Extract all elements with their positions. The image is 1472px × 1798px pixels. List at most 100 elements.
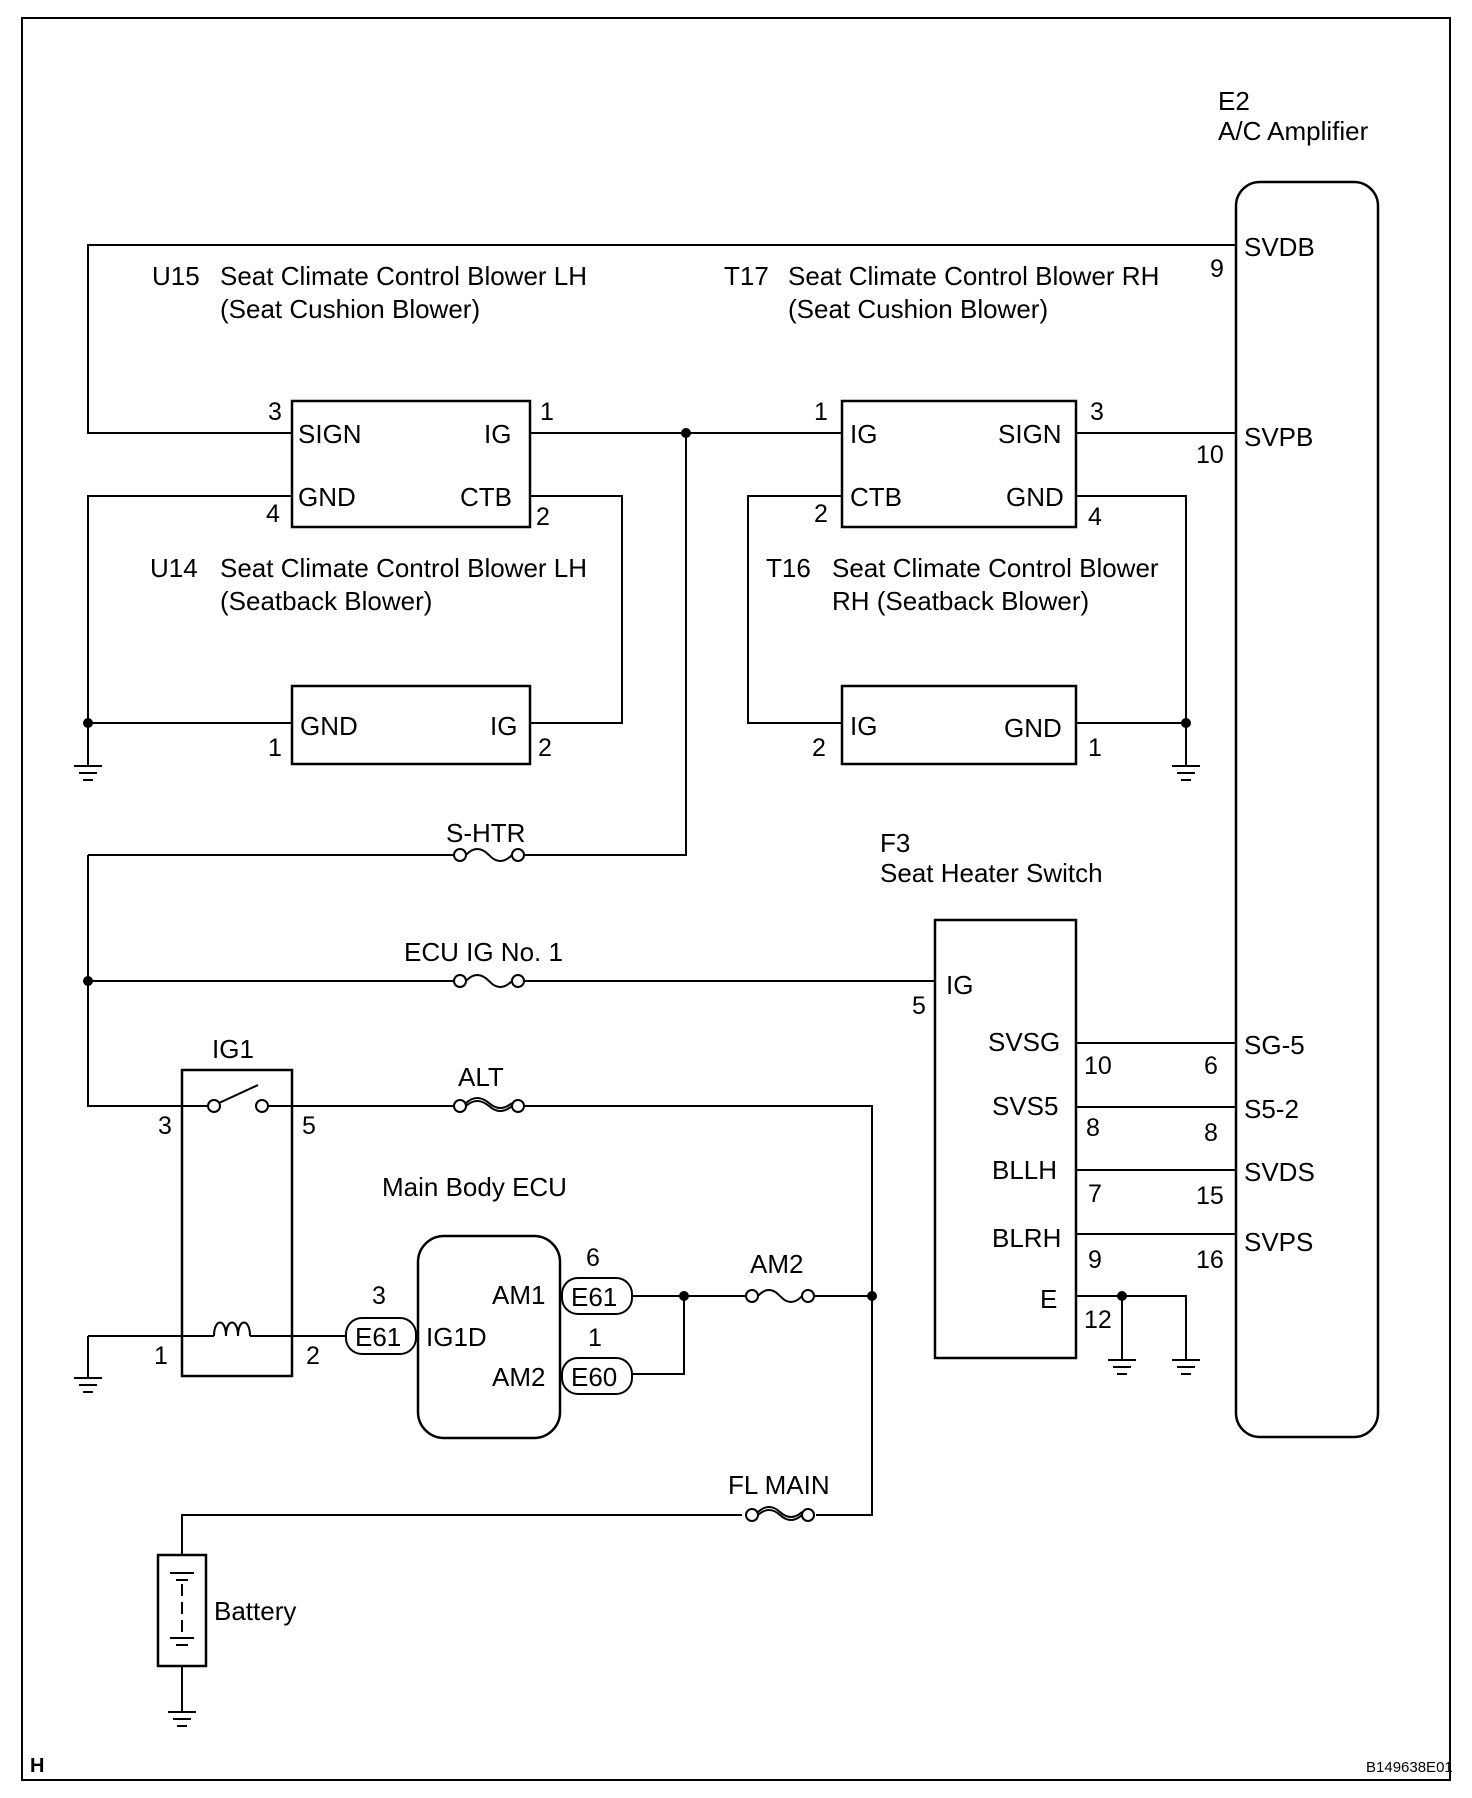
component-code: T17 [724,261,769,291]
terminal-label: GND [298,482,356,512]
terminal-label: E [1040,1284,1057,1314]
relay-coil [213,1321,251,1337]
corner-letter: H [30,1755,44,1777]
junction-dot [681,428,691,438]
pin-number: 1 [540,398,554,426]
terminal-label: AM1 [492,1280,545,1310]
pin-number: 1 [1088,734,1102,762]
component-name: Seat Climate Control Blower LH [220,261,587,291]
terminal-label: SVSG [988,1027,1060,1057]
component-name: (Seat Cushion Blower) [220,294,480,324]
fuse-s-htr: S-HTR [446,818,525,862]
component-name: Seat Climate Control Blower [832,553,1159,583]
main-body-ecu: Main Body ECU IG1D AM1 AM2 E61 3 E61 6 E… [345,1172,633,1440]
junctions [83,428,1191,1301]
pin-number: 7 [1088,1180,1102,1208]
fuse-label: S-HTR [446,818,525,848]
pin-number: 1 [154,1342,168,1370]
component-name: Seat Climate Control Blower LH [220,553,587,583]
pin-number: 1 [588,1324,602,1352]
pin-number: 3 [372,1282,386,1310]
pin-number: 3 [1090,398,1104,426]
t17-body [840,399,1078,529]
relay-body [180,1068,294,1378]
terminal-label: SVDB [1244,232,1315,262]
fuse-label: FL MAIN [728,1470,830,1500]
component-name: Seat Heater Switch [880,858,1103,888]
pin-number: 12 [1084,1306,1112,1334]
pin-number: 1 [268,734,282,762]
battery: Battery [156,1553,296,1668]
component-code: E2 [1218,86,1250,116]
switch-contact [218,1084,259,1104]
pin-number: 2 [814,500,828,528]
pin-number: 10 [1084,1052,1112,1080]
pin-number: 16 [1196,1246,1224,1274]
component-code: U15 [152,261,200,291]
terminal-label: AM2 [492,1362,545,1392]
ground-symbol [1172,765,1200,781]
junction-dot [679,1291,689,1301]
ground-symbol [1172,1359,1200,1375]
fuse-alt: ALT [453,1062,525,1113]
ig1-relay: IG1 3 5 1 2 [154,1034,320,1378]
terminal-label: BLLH [992,1155,1057,1185]
t16-blower: T16 Seat Climate Control Blower RH (Seat… [766,553,1159,766]
junction-dot [1117,1291,1127,1301]
pin-number: 3 [158,1112,172,1140]
junction-dot [83,976,93,986]
pin-number: 9 [1088,1246,1102,1274]
connector-e60 [561,1357,633,1395]
figure-code: B149638E01 [1366,1759,1453,1776]
pin-number: 4 [1088,503,1102,531]
connector-e61 [345,1317,417,1355]
component-name: (Seatback Blower) [220,586,432,616]
terminal-label: S5-2 [1244,1094,1299,1124]
pin-number: 2 [538,734,552,762]
pin-number: 6 [1204,1052,1218,1080]
pin-number: 2 [812,734,826,762]
fuse-label: ECU IG No. 1 [404,937,563,967]
switch-body [933,918,1078,1360]
terminal-label: GND [1004,713,1062,743]
pin-number: 10 [1196,441,1224,469]
pin-number: 5 [912,992,926,1020]
u14-blower: U14 Seat Climate Control Blower LH (Seat… [150,553,587,766]
pin-number: 8 [1204,1119,1218,1147]
ecu-body [416,1234,562,1440]
ground-symbol [74,765,102,781]
fuse-label: AM2 [750,1249,803,1279]
connector-label: E60 [571,1362,617,1392]
component-code: T16 [766,553,811,583]
diagram-frame [21,17,1451,1781]
component-name: A/C Amplifier [1218,116,1369,146]
terminal-label: SG-5 [1244,1030,1305,1060]
terminal-label: CTB [460,482,512,512]
t16-body [840,684,1078,766]
pin-number: 4 [266,500,280,528]
ground-symbol [74,1377,102,1393]
terminal-label: IG [850,711,877,741]
terminal-label: SVDS [1244,1157,1315,1187]
pin-number: 1 [814,398,828,426]
pin-number: 15 [1196,1182,1224,1210]
connector-e61 [561,1277,633,1315]
junction-dot [867,1291,877,1301]
terminal-label: SVPB [1244,422,1313,452]
u15-body [290,399,532,529]
terminal-label: IG1D [426,1322,487,1352]
terminal-label: BLRH [992,1223,1061,1253]
t17-blower: T17 Seat Climate Control Blower RH (Seat… [724,261,1159,531]
u14-body [290,684,532,766]
fuse-ecu-ig-no1: ECU IG No. 1 [404,937,563,988]
component-name: RH (Seatback Blower) [832,586,1089,616]
seat-heater-switch: F3 Seat Heater Switch IG 5 SVSG 10 SVS5 … [880,828,1112,1360]
component-name: Battery [214,1596,296,1626]
component-code: U14 [150,553,198,583]
terminal-label: CTB [850,482,902,512]
terminal-label: GND [300,711,358,741]
amplifier-body [1234,180,1380,1439]
junction-dot [1181,718,1191,728]
component-name: Seat Climate Control Blower RH [788,261,1159,291]
